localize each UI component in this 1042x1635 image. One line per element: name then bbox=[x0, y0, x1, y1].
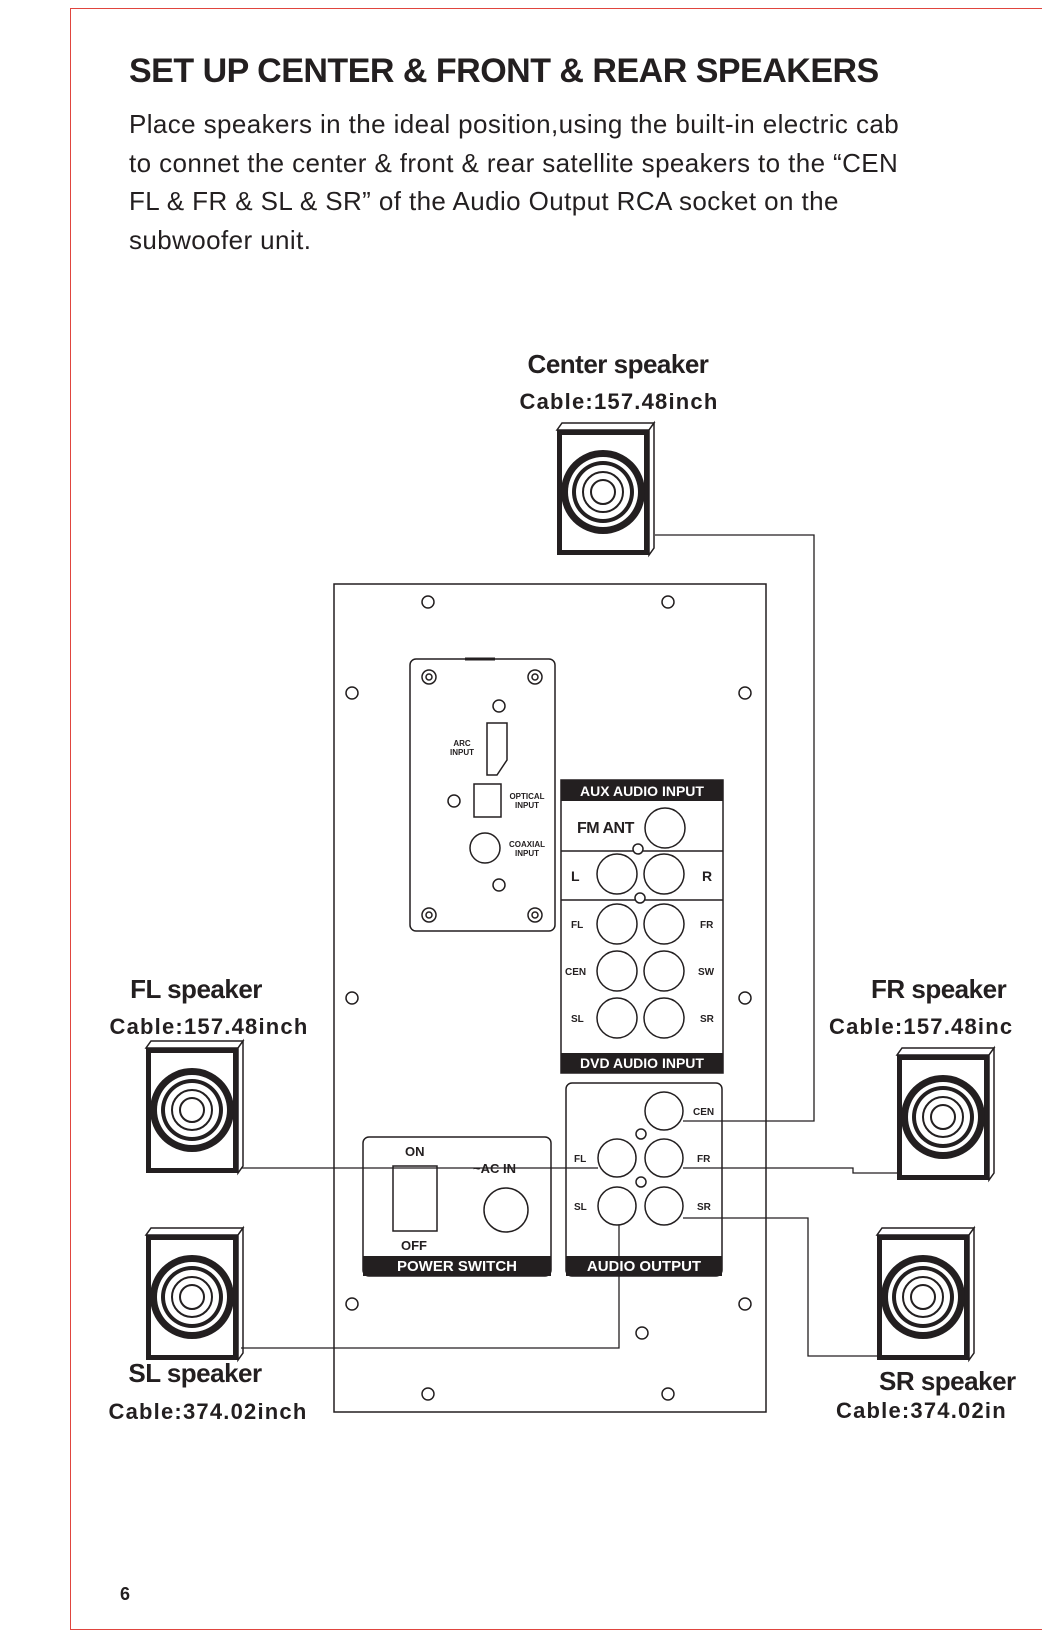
fl-speaker-label: FL speaker Cable:157.48inch bbox=[110, 974, 309, 1039]
output-sl-jack bbox=[597, 1186, 637, 1226]
sl-cable bbox=[241, 1225, 620, 1349]
coaxial-label: COAXIAL bbox=[509, 840, 545, 849]
dvd-fl-label: FL bbox=[571, 920, 583, 931]
intro-line: subwoofer unit. bbox=[129, 224, 312, 255]
output-fl-jack bbox=[597, 1138, 637, 1178]
output-fl-label: FL bbox=[574, 1154, 586, 1165]
fm-ant-jack bbox=[644, 807, 686, 849]
intro-line: FL & FR & SL & SR” of the Audio Output R… bbox=[129, 186, 839, 216]
hdmi-port bbox=[486, 722, 508, 776]
power-on-label: ON bbox=[405, 1144, 425, 1159]
aux-right-jack bbox=[643, 853, 685, 895]
page-number: 6 bbox=[120, 1584, 131, 1604]
aux-audio-input-header: AUX AUDIO INPUT bbox=[580, 783, 704, 799]
dvd-fl-jack bbox=[596, 903, 638, 945]
sl-speaker-cable: Cable:374.02inch bbox=[109, 1399, 308, 1424]
hdmi-label: INPUT bbox=[450, 748, 474, 757]
center-speaker-label: Center speaker Cable:157.48inch bbox=[520, 349, 719, 414]
audio-output-header: AUDIO OUTPUT bbox=[587, 1258, 701, 1275]
output-sr-jack bbox=[644, 1186, 684, 1226]
fr-speaker-name: FR speaker bbox=[871, 974, 1007, 1004]
dvd-sl-jack bbox=[596, 997, 638, 1039]
center-speaker-icon bbox=[556, 422, 655, 556]
sl-speaker-name: SL speaker bbox=[128, 1358, 262, 1388]
input-plate: ARC INPUT OPTICAL INPUT COAXIAL INPUT bbox=[409, 657, 556, 932]
output-cen-label: CEN bbox=[693, 1107, 714, 1118]
sr-speaker-name: SR speaker bbox=[879, 1366, 1016, 1396]
dvd-sr-jack bbox=[643, 997, 685, 1039]
intro-line: Place speakers in the ideal position,usi… bbox=[129, 109, 900, 139]
aux-left-label: L bbox=[571, 868, 580, 884]
fr-speaker-label: FR speaker Cable:157.48inc bbox=[829, 974, 1013, 1039]
dvd-cen-jack bbox=[596, 950, 638, 992]
ac-in-socket bbox=[483, 1187, 529, 1233]
fl-speaker-cable: Cable:157.48inch bbox=[110, 1014, 309, 1039]
dvd-fr-jack bbox=[643, 903, 685, 945]
optical-label: OPTICAL bbox=[509, 792, 544, 801]
page-border bbox=[70, 8, 1042, 1630]
dvd-sw-jack bbox=[643, 950, 685, 992]
fm-ant-label: FM ANT bbox=[577, 820, 635, 837]
aux-dvd-input-block: AUX AUDIO INPUT DVD AUDIO INPUT FM ANT L… bbox=[560, 779, 724, 1074]
coaxial-label: INPUT bbox=[515, 849, 539, 858]
power-switch-block: POWER SWITCH ON OFF ~AC IN bbox=[362, 1136, 552, 1277]
fl-speaker-name: FL speaker bbox=[130, 974, 262, 1004]
power-switch-toggle[interactable] bbox=[392, 1165, 438, 1232]
aux-right-label: R bbox=[702, 868, 712, 884]
intro-line: to connet the center & front & rear sate… bbox=[129, 147, 899, 178]
panel-screw-holes bbox=[345, 595, 752, 1401]
audio-output-block: AUDIO OUTPUT CEN FL FR SL SR bbox=[565, 1082, 723, 1277]
fr-cable bbox=[683, 1167, 897, 1174]
speaker-cables bbox=[241, 534, 897, 1357]
power-switch-header: POWER SWITCH bbox=[397, 1258, 517, 1275]
output-cen-jack bbox=[644, 1091, 684, 1131]
center-cable bbox=[655, 534, 815, 1122]
hdmi-label: ARC bbox=[453, 739, 471, 748]
intro-paragraph: Place speakers in the ideal position,usi… bbox=[129, 105, 1042, 259]
center-speaker-cable: Cable:157.48inch bbox=[520, 389, 719, 414]
sr-speaker-label: SR speaker Cable:374.02in bbox=[836, 1366, 1017, 1423]
power-off-label: OFF bbox=[401, 1238, 427, 1253]
dvd-sw-label: SW bbox=[698, 967, 715, 978]
coaxial-port bbox=[469, 832, 501, 864]
dvd-cen-label: CEN bbox=[565, 967, 586, 978]
fr-speaker-cable: Cable:157.48inc bbox=[829, 1014, 1013, 1039]
page-title: SET UP CENTER & FRONT & REAR SPEAKERS bbox=[129, 52, 879, 90]
dvd-sl-label: SL bbox=[571, 1014, 584, 1025]
sl-speaker-label: SL speaker Cable:374.02inch bbox=[109, 1358, 308, 1424]
sr-cable bbox=[683, 1217, 877, 1357]
dvd-audio-input-header: DVD AUDIO INPUT bbox=[580, 1055, 704, 1071]
output-sl-label: SL bbox=[574, 1202, 587, 1213]
fr-speaker-icon bbox=[896, 1047, 995, 1181]
sl-speaker-icon bbox=[145, 1227, 244, 1361]
optical-port bbox=[473, 783, 502, 818]
dvd-sr-label: SR bbox=[700, 1014, 715, 1025]
center-speaker-name: Center speaker bbox=[528, 349, 709, 379]
sr-speaker-cable: Cable:374.02in bbox=[836, 1398, 1007, 1423]
dvd-fr-label: FR bbox=[700, 920, 714, 931]
fl-speaker-icon bbox=[145, 1040, 244, 1174]
output-sr-label: SR bbox=[697, 1202, 712, 1213]
optical-label: INPUT bbox=[515, 801, 539, 810]
output-fr-label: FR bbox=[697, 1154, 711, 1165]
sr-speaker-icon bbox=[876, 1227, 975, 1361]
output-fr-jack bbox=[644, 1138, 684, 1178]
aux-left-jack bbox=[596, 853, 638, 895]
